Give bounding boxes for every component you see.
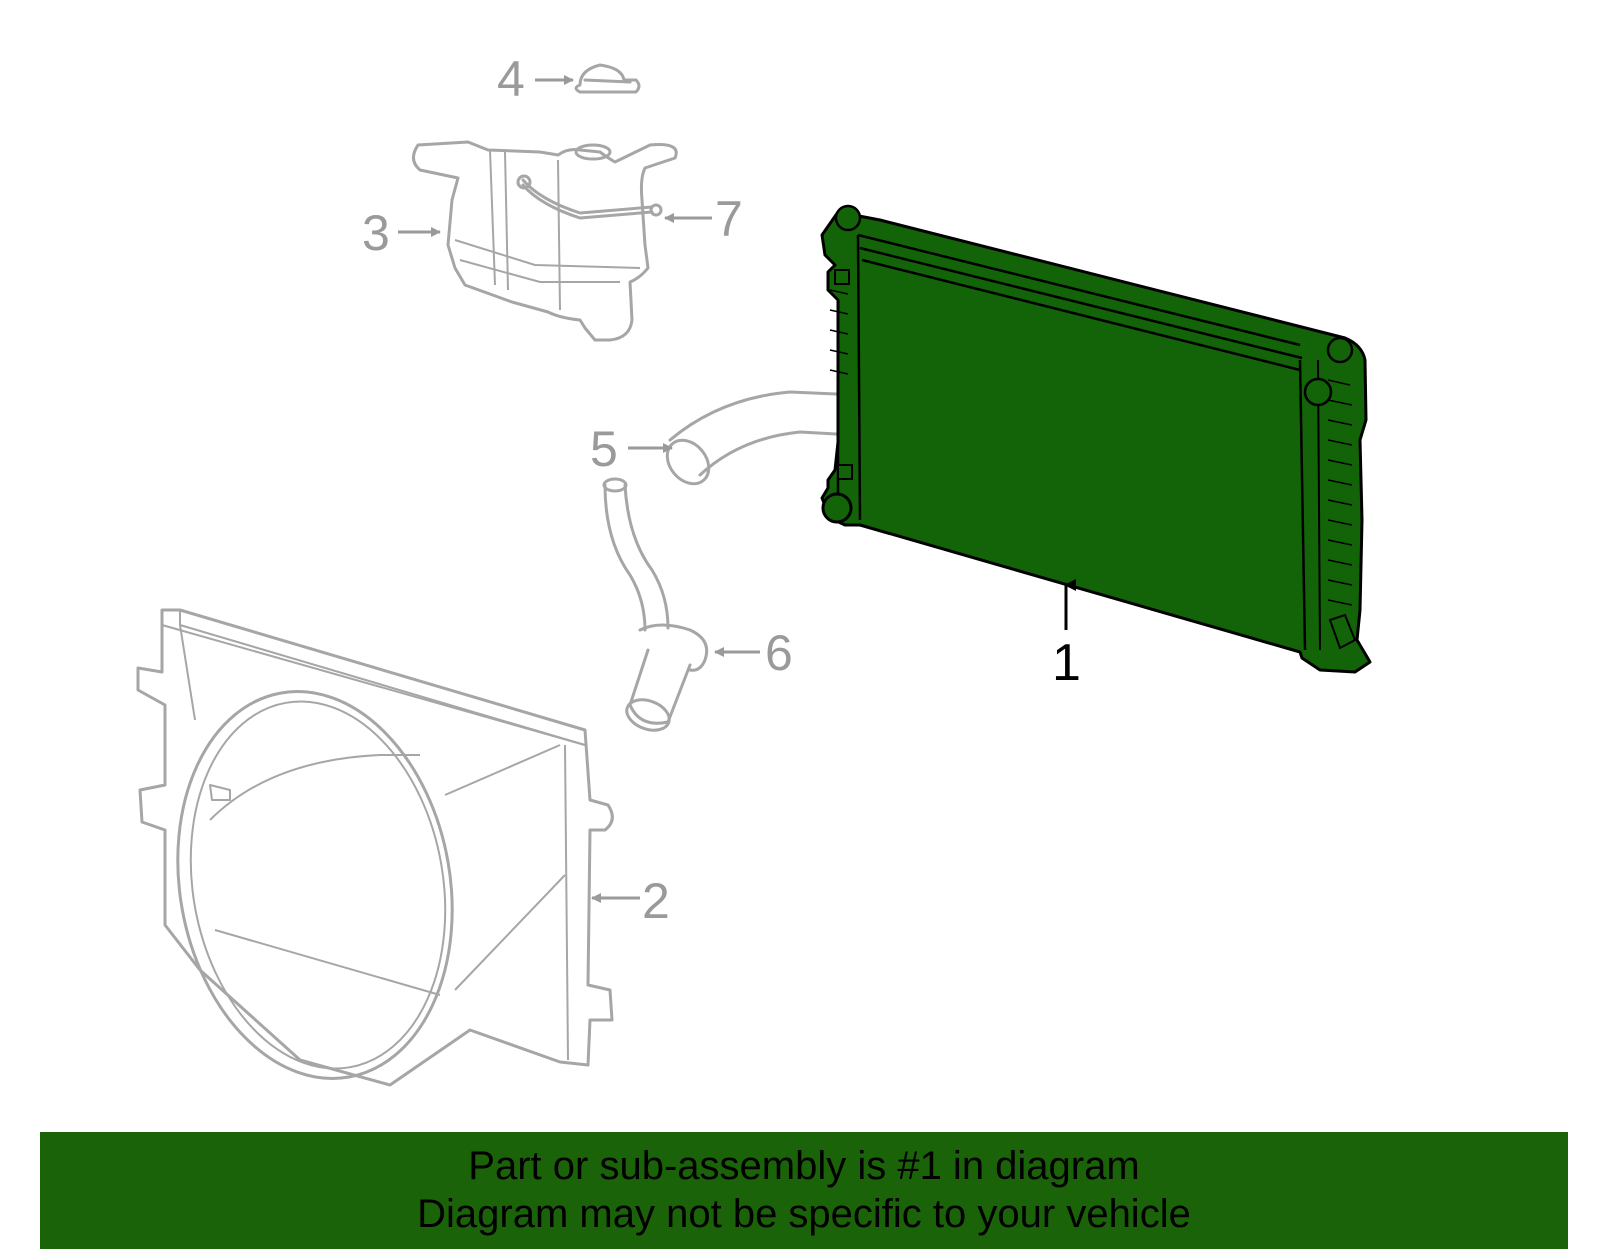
info-banner: Part or sub-assembly is #1 in diagram Di…: [40, 1132, 1568, 1249]
callout-label-1: 1: [1052, 634, 1081, 692]
banner-line-2: Diagram may not be specific to your vehi…: [417, 1192, 1191, 1236]
callout-label-6: 6: [765, 625, 793, 681]
callout-label-5: 5: [590, 421, 618, 477]
reservoir-cap[interactable]: [574, 63, 641, 94]
lower-hose[interactable]: [602, 477, 709, 736]
radiator[interactable]: [820, 204, 1372, 674]
coolant-reservoir[interactable]: [412, 140, 678, 342]
banner-line-1: Part or sub-assembly is #1 in diagram: [468, 1144, 1140, 1188]
callout-label-3: 3: [362, 205, 390, 261]
upper-hose[interactable]: [659, 390, 838, 492]
fan-shroud[interactable]: [136, 608, 614, 1100]
callout-label-4: 4: [497, 51, 525, 107]
callout-label-2: 2: [642, 873, 670, 929]
callout-label-7: 7: [715, 191, 743, 247]
